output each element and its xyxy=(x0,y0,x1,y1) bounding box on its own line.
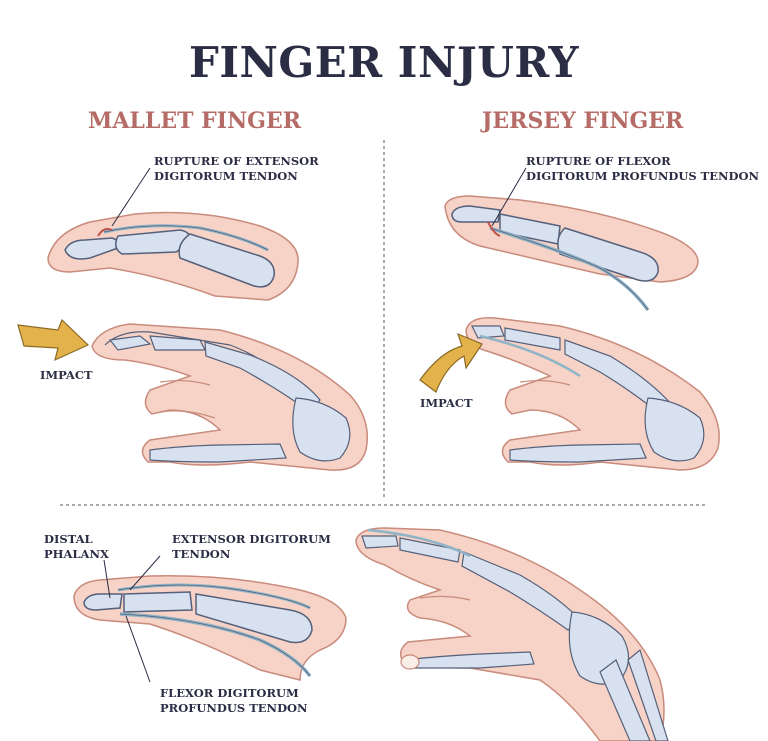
distal-phalanx-leader xyxy=(103,559,111,599)
flexor-tendon-leader xyxy=(125,615,151,683)
distal-phalanx-label: DISTAL PHALANX xyxy=(44,532,109,562)
mallet-rupture-line2: DIGITORUM TENDON xyxy=(154,169,298,183)
mallet-impact-arrow xyxy=(17,318,90,362)
mallet-rupture-line1: RUPTURE OF EXTENSOR xyxy=(154,154,319,168)
extensor-line1: EXTENSOR DIGITORUM xyxy=(172,532,331,546)
anatomy-hand-view xyxy=(355,527,669,741)
flexor-tendon-label: FLEXOR DIGITORUM PROFUNDUS TENDON xyxy=(160,686,308,716)
flexor-line1: FLEXOR DIGITORUM xyxy=(160,686,299,700)
jersey-finger-title: JERSEY FINGER xyxy=(482,108,684,134)
jersey-impact-label: IMPACT xyxy=(420,396,473,410)
distal-line1: DISTAL xyxy=(44,532,93,546)
jersey-hand-impact-view xyxy=(465,317,720,471)
extensor-line2: TENDON xyxy=(172,547,231,561)
mallet-impact-label: IMPACT xyxy=(40,368,93,382)
jersey-rupture-leader xyxy=(491,167,527,227)
jersey-rupture-line2: DIGITORUM PROFUNDUS TENDON xyxy=(526,169,760,183)
mallet-finger-title: MALLET FINGER xyxy=(88,108,302,134)
jersey-rupture-line1: RUPTURE OF FLEXOR xyxy=(526,154,671,168)
extensor-tendon-leader xyxy=(129,555,161,591)
mallet-hand-impact-view xyxy=(91,323,368,471)
page-title: FINGER INJURY xyxy=(189,38,579,87)
jersey-impact-arrow xyxy=(419,332,483,393)
flexor-line2: PROFUNDUS TENDON xyxy=(160,701,308,715)
jersey-rupture-label: RUPTURE OF FLEXOR DIGITORUM PROFUNDUS TE… xyxy=(526,154,759,184)
mallet-rupture-label: RUPTURE OF EXTENSOR DIGITORUM TENDON xyxy=(154,154,319,184)
distal-line2: PHALANX xyxy=(44,547,109,561)
jersey-finger-side-view xyxy=(444,195,699,312)
mallet-rupture-leader xyxy=(111,167,151,227)
extensor-tendon-label: EXTENSOR DIGITORUM TENDON xyxy=(172,532,331,562)
mallet-finger-side-view xyxy=(47,211,299,301)
anatomy-finger-view xyxy=(73,575,347,681)
